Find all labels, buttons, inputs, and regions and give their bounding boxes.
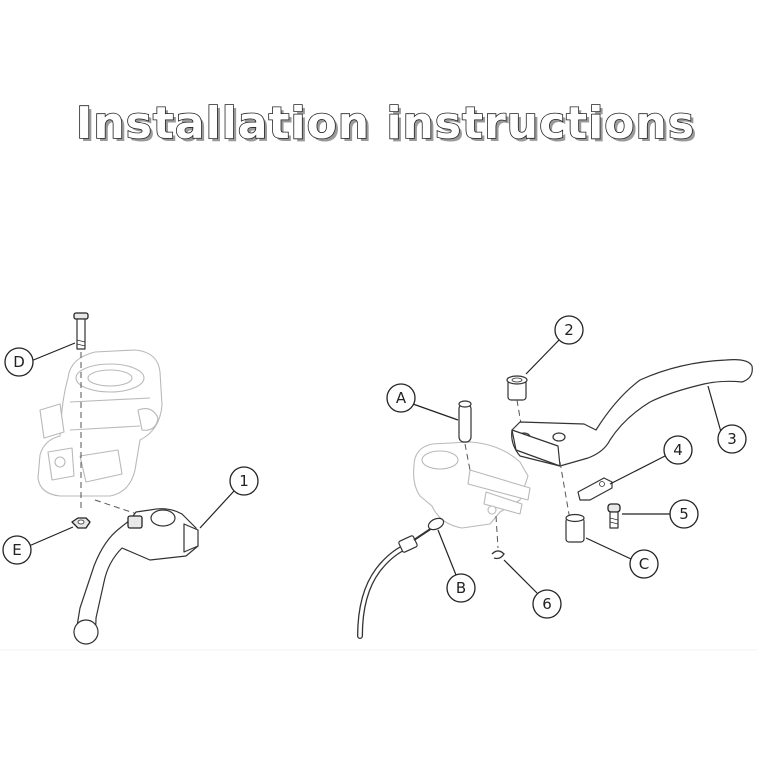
callout-e: E [2, 535, 32, 565]
callout-d-label: D [13, 353, 25, 371]
bushing [506, 375, 528, 401]
left-assembly: D E 1 [2, 312, 259, 645]
leader-d [30, 342, 76, 362]
spacer-sleeve [565, 513, 585, 543]
replacement-lever [511, 359, 753, 467]
callout-1-label: 1 [239, 472, 249, 490]
callout-b: B [446, 573, 476, 603]
retaining-screw [607, 503, 621, 529]
lever-perch-bracket [413, 441, 531, 529]
callout-b-label: B [456, 579, 466, 597]
callout-2-label: 2 [564, 321, 574, 339]
pivot-pin [458, 400, 472, 443]
callout-c: C [629, 549, 659, 579]
leader-a [412, 403, 459, 421]
leader-c [585, 537, 632, 560]
callout-3: 3 [717, 424, 747, 454]
leader-2 [525, 338, 561, 375]
leader-6 [503, 559, 538, 594]
leader-1 [199, 490, 235, 529]
page-title-group: Installation instructions Installation i… [75, 97, 698, 152]
callout-a: A [386, 383, 416, 413]
callout-6: 6 [532, 589, 562, 619]
callout-6-label: 6 [542, 595, 552, 613]
callout-a-label: A [396, 389, 407, 407]
callout-1: 1 [229, 466, 259, 496]
pivot-bolt [73, 312, 89, 350]
callout-c-label: C [639, 555, 649, 573]
page-title: Installation instructions [76, 98, 695, 149]
callout-d: D [4, 347, 34, 377]
leader-4 [609, 455, 666, 485]
lock-nut [71, 517, 91, 529]
callout-e-label: E [12, 541, 21, 559]
retaining-bracket [577, 477, 613, 501]
clutch-lever [73, 508, 199, 645]
leader-3 [707, 385, 722, 433]
callout-5-label: 5 [679, 505, 689, 523]
right-assembly: 2 A 3 4 5 C [357, 315, 753, 639]
callout-2: 2 [554, 315, 584, 345]
page-title-shadow: Installation instructions [79, 101, 698, 152]
callout-5: 5 [669, 499, 699, 529]
retaining-clip [491, 550, 505, 560]
callout-4-label: 4 [673, 441, 683, 459]
callout-3-label: 3 [727, 430, 737, 448]
callout-4: 4 [663, 435, 693, 465]
clutch-cable [357, 517, 445, 639]
leader-e [28, 526, 74, 547]
leader-b [437, 529, 457, 576]
master-cylinder-housing [37, 349, 163, 497]
